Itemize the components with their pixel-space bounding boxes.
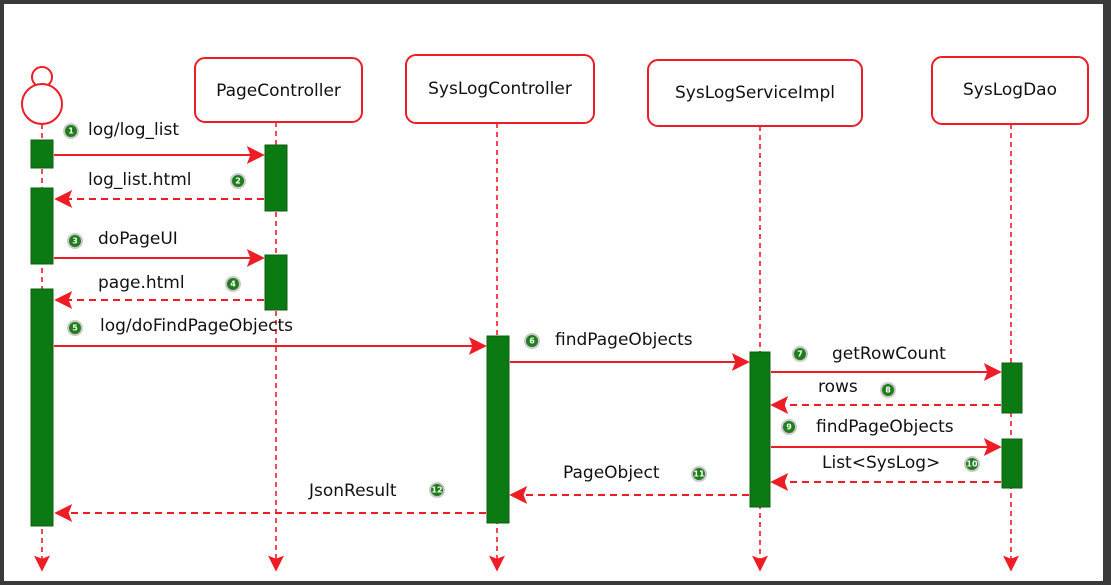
activation-actor-3	[30, 288, 54, 527]
message-1: 1 log/log_list	[54, 120, 265, 164]
message-label-2: log_list.html	[88, 170, 192, 190]
message-5: 5 log/doFindPageObjects	[54, 316, 487, 355]
activation-actor-2	[30, 187, 54, 265]
step-badge-4	[225, 276, 241, 292]
message-label-12: JsonResult	[308, 481, 397, 501]
message-3: 3 doPageUI	[54, 229, 265, 267]
message-label-11: PageObject	[563, 463, 660, 483]
step-badge-6	[524, 333, 540, 349]
activation-syslog-dao-1	[1001, 362, 1023, 414]
svg-text:2: 2	[235, 177, 241, 186]
svg-text:1: 1	[68, 127, 74, 136]
svg-text:9: 9	[786, 423, 792, 432]
message-7: 7 getRowCount	[771, 344, 1002, 381]
participant-label-syslog-service-impl: SysLogServiceImpl	[675, 83, 835, 103]
message-label-7: getRowCount	[832, 344, 946, 364]
participant-syslog-controller: SysLogController	[405, 54, 595, 124]
message-4: page.html 4	[54, 273, 264, 309]
message-10: List<SysLog> 10	[770, 453, 1001, 491]
message-9: 9 findPageObjects	[771, 417, 1002, 456]
message-label-3: doPageUI	[98, 229, 178, 249]
step-badge-5	[67, 320, 83, 336]
svg-text:8: 8	[885, 386, 891, 395]
svg-text:11: 11	[693, 470, 705, 479]
step-badge-7	[792, 346, 808, 362]
message-12: JsonResult 12	[54, 481, 486, 522]
participant-page-controller: PageController	[194, 57, 363, 123]
message-label-10: List<SysLog>	[822, 453, 940, 473]
message-2: log_list.html 2	[54, 170, 264, 208]
step-badge-9	[781, 419, 797, 435]
svg-text:7: 7	[797, 350, 803, 359]
step-badge-8	[880, 382, 896, 398]
step-badge-2	[230, 173, 246, 189]
message-label-5: log/doFindPageObjects	[100, 316, 293, 336]
activation-page-controller-2	[264, 254, 288, 311]
step-badge-12	[429, 482, 445, 498]
svg-text:4: 4	[230, 280, 236, 289]
svg-text:10: 10	[966, 460, 978, 469]
activation-syslog-controller	[486, 335, 510, 524]
message-label-4: page.html	[98, 273, 185, 293]
message-8: rows 8	[770, 377, 1001, 414]
step-badge-1	[63, 123, 79, 139]
participant-label-syslog-dao: SysLogDao	[963, 80, 1057, 100]
message-11: PageObject 11	[509, 463, 749, 504]
participant-syslog-dao: SysLogDao	[931, 56, 1089, 125]
activation-page-controller-1	[264, 144, 288, 212]
svg-text:3: 3	[72, 237, 78, 246]
participant-label-syslog-controller: SysLogController	[428, 79, 572, 99]
user-actor-icon	[21, 66, 63, 125]
message-label-9: findPageObjects	[816, 417, 954, 437]
participant-label-page-controller: PageController	[216, 81, 341, 101]
message-label-8: rows	[818, 377, 858, 397]
message-6: 6 findPageObjects	[510, 330, 750, 371]
step-badge-10	[964, 456, 980, 472]
svg-text:6: 6	[529, 337, 535, 346]
svg-text:12: 12	[431, 486, 442, 495]
svg-text:5: 5	[72, 324, 78, 333]
step-badge-11	[691, 466, 707, 482]
activation-syslog-service-impl	[749, 351, 771, 508]
participant-syslog-service-impl: SysLogServiceImpl	[647, 59, 863, 127]
activation-actor-1	[30, 139, 54, 169]
message-label-6: findPageObjects	[555, 330, 693, 350]
message-label-1: log/log_list	[88, 120, 179, 140]
activation-syslog-dao-2	[1001, 438, 1023, 489]
step-badge-3	[67, 233, 83, 249]
